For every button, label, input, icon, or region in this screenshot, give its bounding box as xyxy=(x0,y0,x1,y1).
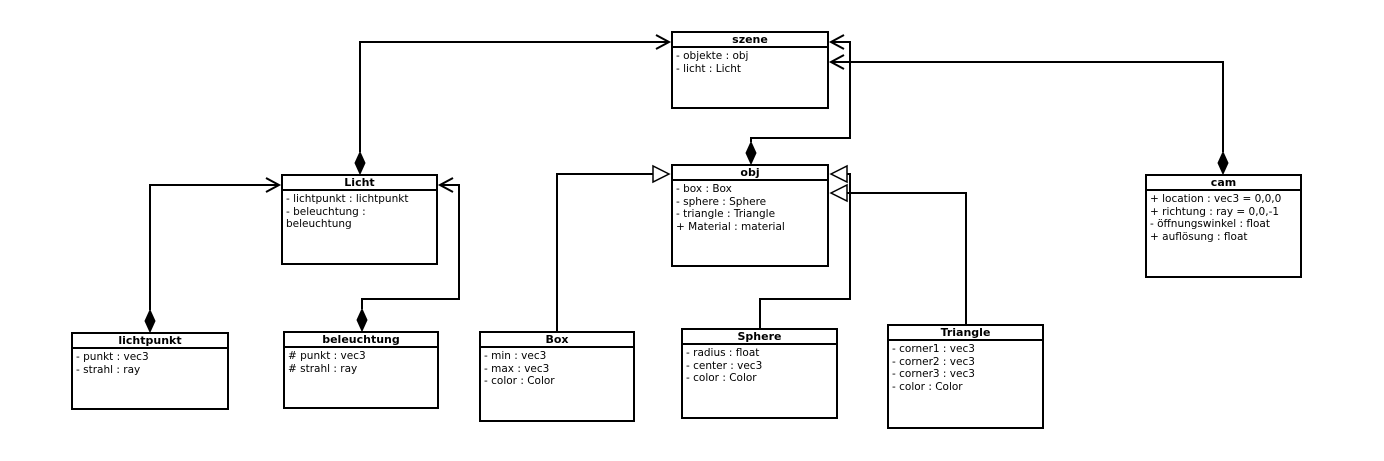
connector-box-obj xyxy=(556,173,653,331)
attribute: - beleuchtung : xyxy=(286,205,366,218)
attribute: - max : vec3 xyxy=(484,362,550,375)
class-name-licht: Licht xyxy=(283,176,436,191)
connector-licht-szene xyxy=(359,41,669,152)
attribute-list: - box : Box- sphere : Sphere- triangle :… xyxy=(673,181,827,233)
attribute: - color : Color xyxy=(484,375,555,387)
composition-diamond xyxy=(356,307,368,333)
class-box[interactable]: Box- min : vec3- max : vec3- color : Col… xyxy=(479,331,635,422)
association-arrowhead xyxy=(828,54,845,70)
class-name-lichtpunkt: lichtpunkt xyxy=(73,334,227,349)
attribute: - min : vec3 xyxy=(484,350,547,362)
association-arrowhead xyxy=(655,34,672,50)
attribute: - box : Box xyxy=(676,183,732,195)
attribute: - sphere : Sphere xyxy=(676,195,767,208)
attribute: # punkt : vec3 xyxy=(288,350,366,362)
generalization-triangle xyxy=(652,164,671,184)
attribute: - öffnungswinkel : float xyxy=(1150,218,1270,230)
association-arrowhead xyxy=(828,34,845,50)
attribute-list: - punkt : vec3- strahl : ray xyxy=(73,349,227,376)
generalization-triangle xyxy=(829,164,848,184)
attribute: - punkt : vec3 xyxy=(76,351,149,363)
class-obj[interactable]: obj- box : Box- sphere : Sphere- triangl… xyxy=(671,164,829,267)
connector-cam-szene xyxy=(831,61,1224,152)
attribute-list: - lichtpunkt : lichtpunkt- beleuchtung :… xyxy=(283,191,436,231)
attribute-list: + location : vec3 = 0,0,0+ richtung : ra… xyxy=(1147,191,1300,243)
attribute: - center : vec3 xyxy=(686,359,763,372)
attribute: - color : Color xyxy=(892,380,963,393)
attribute-list: - radius : float- center : vec3- color :… xyxy=(683,345,836,385)
class-licht[interactable]: Licht- lichtpunkt : lichtpunkt- beleucht… xyxy=(281,174,438,265)
attribute-list: # punkt : vec3# strahl : ray xyxy=(285,348,437,375)
attribute-list: - objekte : obj- licht : Licht xyxy=(673,48,827,75)
composition-diamond xyxy=(745,140,757,166)
class-name-beleuchtung: beleuchtung xyxy=(285,333,437,348)
connector-lichtpunkt-licht xyxy=(149,184,279,310)
connector-beleuchtung-licht xyxy=(361,184,460,309)
composition-diamond xyxy=(354,150,366,176)
class-sphere[interactable]: Sphere- radius : float- center : vec3- c… xyxy=(681,328,838,419)
class-name-sphere: Sphere xyxy=(683,330,836,345)
connector-obj-szene xyxy=(750,41,851,142)
class-szene[interactable]: szene- objekte : obj- licht : Licht xyxy=(671,31,829,109)
attribute: - lichtpunkt : lichtpunkt xyxy=(286,193,409,205)
attribute: + location : vec3 = 0,0,0 xyxy=(1150,193,1282,205)
class-name-cam: cam xyxy=(1147,176,1300,191)
attribute: + Material : material xyxy=(676,220,785,233)
class-triangle[interactable]: Triangle- corner1 : vec3- corner2 : vec3… xyxy=(887,324,1044,429)
connector-triangle-obj xyxy=(847,192,967,324)
composition-diamond xyxy=(1217,150,1229,176)
attribute: beleuchtung xyxy=(286,218,352,230)
association-arrowhead xyxy=(437,177,454,193)
class-cam[interactable]: cam+ location : vec3 = 0,0,0+ richtung :… xyxy=(1145,174,1302,278)
attribute: + auflösung : float xyxy=(1150,230,1248,243)
generalization-triangle xyxy=(829,183,848,203)
attribute: - strahl : ray xyxy=(76,363,141,376)
connector-sphere-obj xyxy=(759,173,851,328)
attribute: - triangle : Triangle xyxy=(676,208,776,220)
class-beleuchtung[interactable]: beleuchtung# punkt : vec3# strahl : ray xyxy=(283,331,439,409)
attribute-list: - min : vec3- max : vec3- color : Color xyxy=(481,348,633,388)
class-name-box: Box xyxy=(481,333,633,348)
attribute-list: - corner1 : vec3- corner2 : vec3- corner… xyxy=(889,341,1042,393)
attribute: - licht : Licht xyxy=(676,62,742,75)
attribute: - corner1 : vec3 xyxy=(892,343,975,355)
attribute: - color : Color xyxy=(686,372,757,384)
composition-diamond xyxy=(144,308,156,334)
association-arrowhead xyxy=(265,177,282,193)
class-name-szene: szene xyxy=(673,33,827,48)
attribute: - radius : float xyxy=(686,347,760,359)
class-name-triangle: Triangle xyxy=(889,326,1042,341)
attribute: + richtung : ray = 0,0,-1 xyxy=(1150,205,1280,218)
attribute: - objekte : obj xyxy=(676,50,749,62)
class-name-obj: obj xyxy=(673,166,827,181)
attribute: - corner2 : vec3 xyxy=(892,355,975,368)
attribute: # strahl : ray xyxy=(288,362,358,375)
attribute: - corner3 : vec3 xyxy=(892,368,975,380)
class-lichtpunkt[interactable]: lichtpunkt- punkt : vec3- strahl : ray xyxy=(71,332,229,410)
